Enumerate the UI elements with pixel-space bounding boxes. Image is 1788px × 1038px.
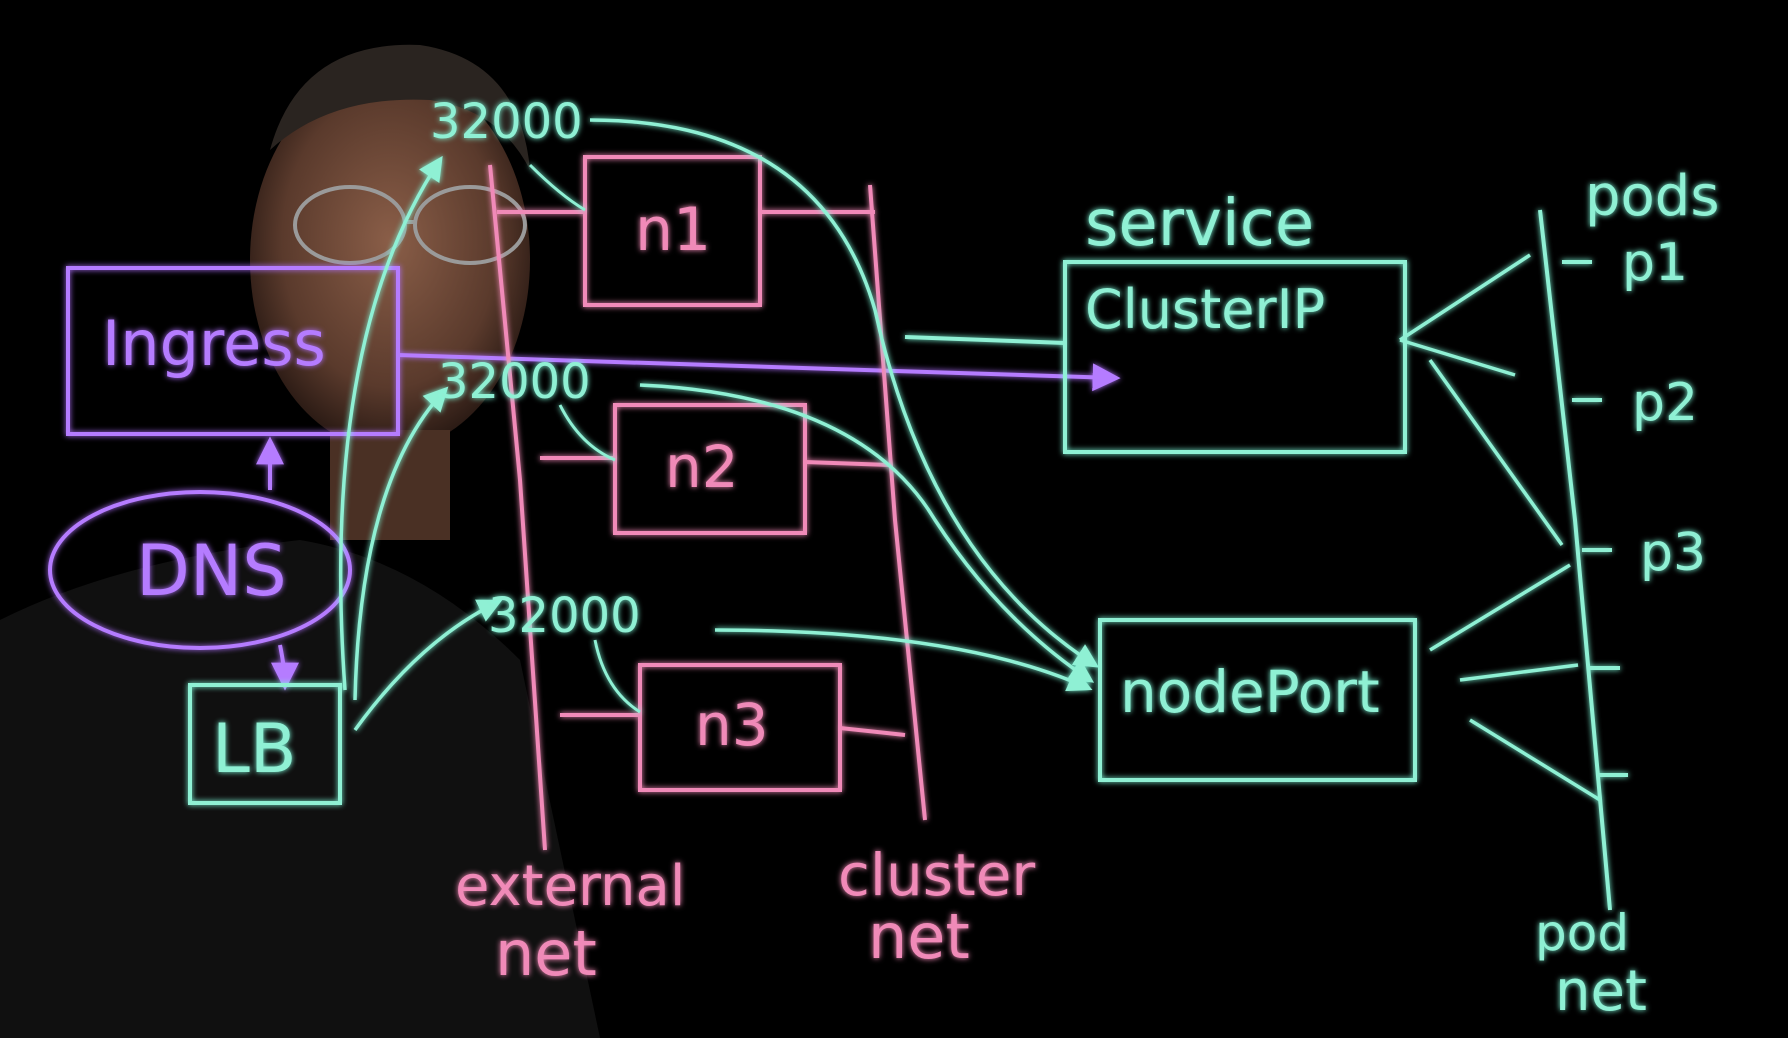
ingress-label: Ingress bbox=[102, 307, 326, 380]
lb-to-port2-arrow bbox=[353, 386, 449, 701]
port3-to-n3-pointer bbox=[593, 639, 641, 714]
external-net-line bbox=[488, 164, 547, 851]
dns-group: DNS bbox=[48, 436, 352, 691]
clusternet-to-clusterip-link bbox=[904, 335, 1066, 345]
ingress-group: Ingress bbox=[66, 266, 1121, 436]
pod-net-line bbox=[1538, 209, 1612, 911]
cluster-net-label-line1: cluster bbox=[838, 841, 1035, 909]
lb-to-port1-arrow bbox=[338, 155, 443, 691]
networks-group: n1 n2 n3 external net cluster net bbox=[455, 155, 1035, 990]
node-n2-label: n2 bbox=[665, 433, 739, 501]
port3-to-nodeport-curve bbox=[714, 628, 1093, 692]
clusterip-fan-out-1 bbox=[1399, 253, 1531, 342]
service-label: service bbox=[1085, 187, 1314, 261]
clusterip-label: ClusterIP bbox=[1085, 278, 1325, 341]
pods-label: pods bbox=[1585, 164, 1720, 229]
external-net-label-line2: net bbox=[495, 917, 597, 990]
nodeport-fan-out-2 bbox=[1459, 663, 1579, 682]
nodeport-label: nodePort bbox=[1120, 658, 1380, 726]
lb-to-port3-arrow bbox=[353, 599, 503, 732]
pods-group: pods p1 p2 p3 pod net bbox=[1535, 164, 1720, 1024]
lb-group: LB bbox=[188, 155, 503, 805]
lb-box bbox=[188, 683, 342, 805]
nodeport-number-1: 32000 bbox=[430, 94, 583, 150]
node-n1-label: n1 bbox=[635, 195, 711, 265]
pod-label-p3: p3 bbox=[1640, 523, 1706, 583]
port2-to-n2-pointer bbox=[558, 404, 616, 462]
node-n2-box bbox=[613, 403, 807, 535]
port2-to-nodeport-curve bbox=[639, 383, 1095, 683]
lb-label: LB bbox=[212, 710, 297, 789]
node-n3-box bbox=[638, 663, 842, 792]
clusterip-fan-out-2 bbox=[1399, 338, 1516, 377]
nodeport-number-2: 32000 bbox=[438, 354, 591, 410]
node-n3-label: n3 bbox=[695, 691, 769, 759]
clusterip-box bbox=[1063, 260, 1407, 454]
external-net-label-line1: external bbox=[455, 854, 685, 919]
ingress-box bbox=[66, 266, 400, 436]
cluster-net-label-line2: net bbox=[868, 900, 970, 973]
nodeport-box bbox=[1098, 618, 1417, 782]
port1-to-n1-pointer bbox=[528, 163, 586, 212]
service-group: service ClusterIP nodePort bbox=[904, 187, 1601, 802]
node-n1-box bbox=[583, 155, 762, 307]
pod-net-label-line1: pod bbox=[1535, 904, 1629, 962]
ingress-to-clusterip-arrow bbox=[397, 353, 1121, 392]
nodeport-number-3: 32000 bbox=[488, 588, 641, 644]
dns-label: DNS bbox=[136, 530, 287, 612]
n2-cluster-link bbox=[804, 460, 891, 467]
n3-cluster-link bbox=[839, 726, 906, 737]
pod-net-label-line2: net bbox=[1555, 959, 1647, 1024]
cluster-net-line bbox=[868, 184, 927, 821]
nodeport-fan-out-3 bbox=[1469, 718, 1601, 802]
dns-ellipse bbox=[48, 490, 352, 650]
nodeport-fan-out-1 bbox=[1429, 563, 1571, 652]
clusterip-fan-out-3 bbox=[1428, 358, 1564, 547]
pod-label-p2: p2 bbox=[1632, 373, 1698, 433]
pod-label-p1: p1 bbox=[1622, 233, 1688, 293]
dns-to-lb-arrow bbox=[270, 644, 299, 691]
port1-to-nodeport-curve bbox=[589, 118, 1100, 668]
ports-group: 32000 32000 32000 bbox=[430, 94, 1100, 714]
